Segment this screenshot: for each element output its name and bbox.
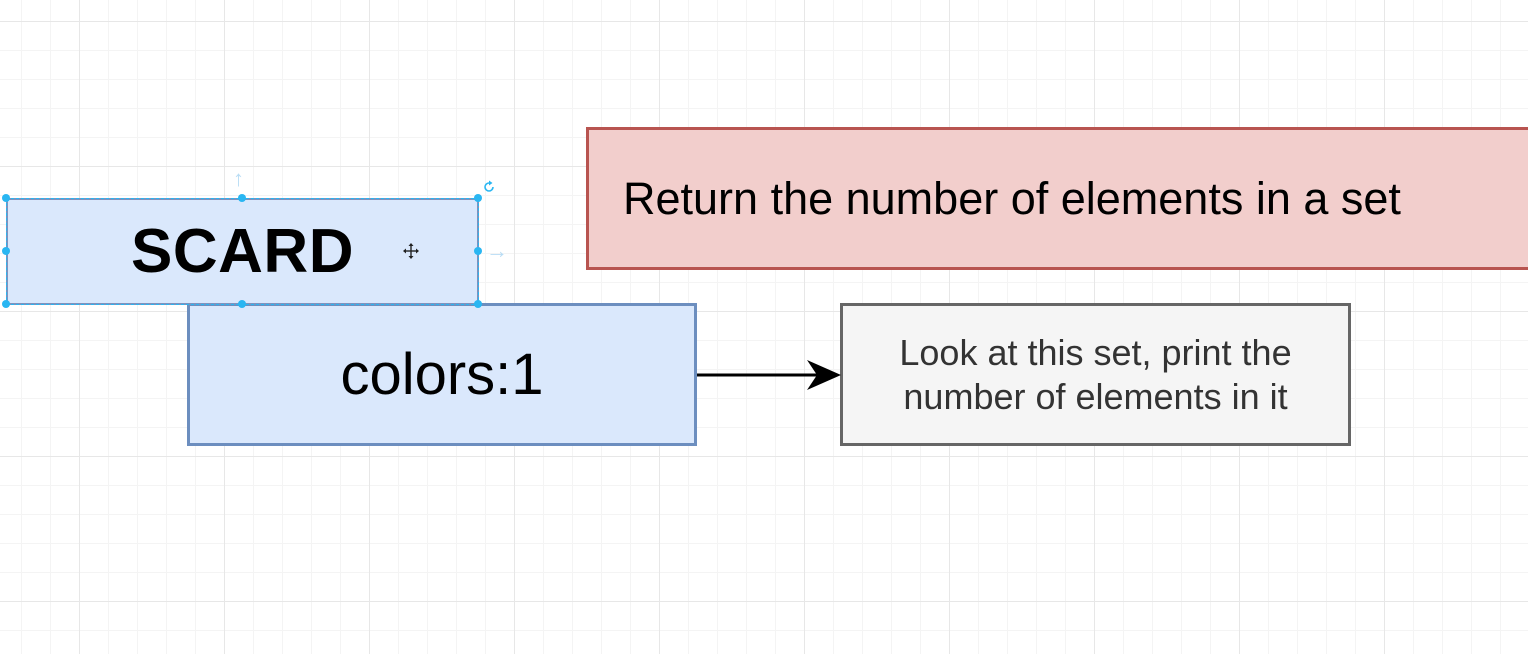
move-cursor-icon [403, 243, 419, 259]
command-label: SCARD [131, 217, 354, 286]
resize-handle-top[interactable] [238, 194, 246, 202]
arrow-right-icon[interactable] [695, 360, 845, 392]
note-label: Look at this set, print the number of el… [899, 331, 1292, 417]
command-box[interactable]: SCARD [6, 198, 479, 305]
rotate-handle-icon[interactable] [482, 180, 496, 194]
resize-handle-bottom-right[interactable] [474, 300, 482, 308]
resize-handle-right[interactable] [474, 247, 482, 255]
resize-handle-bottom-left[interactable] [2, 300, 10, 308]
resize-handle-left[interactable] [2, 247, 10, 255]
description-label: Return the number of elements in a set [623, 172, 1401, 224]
note-box[interactable]: Look at this set, print the number of el… [840, 303, 1351, 446]
connector-arrowhead [807, 360, 841, 390]
description-box[interactable]: Return the number of elements in a set [586, 127, 1528, 270]
connect-arrow-up-icon[interactable]: ↑ [233, 166, 244, 191]
resize-handle-top-left[interactable] [2, 194, 10, 202]
key-label: colors:1 [340, 342, 544, 407]
resize-handle-bottom[interactable] [238, 300, 246, 308]
resize-handle-top-right[interactable] [474, 194, 482, 202]
connect-arrow-right-icon[interactable]: → [486, 238, 508, 263]
key-box[interactable]: colors:1 [187, 303, 697, 446]
